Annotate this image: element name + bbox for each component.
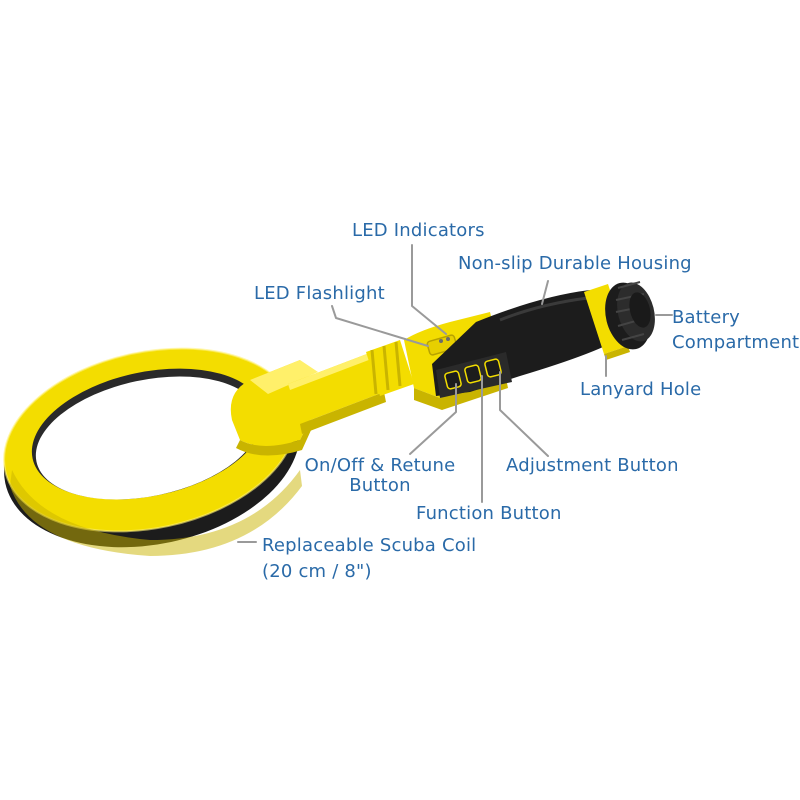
label-led-indicators: LED Indicators <box>352 220 485 241</box>
label-battery-line1: Battery <box>672 307 741 328</box>
label-lanyard-hole: Lanyard Hole <box>580 379 702 400</box>
leader-onoff <box>409 383 457 455</box>
label-coil-line2: (20 cm / 8") <box>262 561 372 582</box>
leader-lines <box>237 244 673 543</box>
label-onoff-line1: On/Off & Retune <box>304 455 456 476</box>
label-battery-line2: Compartment <box>672 332 800 353</box>
label-scuba-coil: Replaceable Scuba Coil (20 cm / 8") <box>262 533 476 585</box>
collar <box>366 340 414 396</box>
label-battery-compartment: Battery Compartment <box>672 305 799 355</box>
function-button-shape <box>464 364 482 384</box>
label-onoff-line2: Button <box>349 475 411 496</box>
onoff-button-shape <box>444 370 462 390</box>
shaft <box>288 352 386 434</box>
scuba-coil <box>3 347 302 556</box>
battery-cap <box>605 281 655 350</box>
leader-led-flashlight <box>331 305 429 347</box>
grip <box>432 290 624 398</box>
label-function-button: Function Button <box>416 503 562 524</box>
label-adjustment-button: Adjustment Button <box>506 455 679 476</box>
label-coil-line1: Replaceable Scuba Coil <box>262 535 477 556</box>
label-housing: Non-slip Durable Housing <box>458 253 692 274</box>
label-onoff-retune: On/Off & Retune Button <box>300 456 460 496</box>
coil-neck <box>230 360 318 456</box>
leader-housing <box>541 280 549 305</box>
leader-adjustment <box>499 371 549 457</box>
adjustment-button-shape <box>484 358 502 378</box>
leader-led-indicators <box>411 244 447 335</box>
label-led-flashlight: LED Flashlight <box>254 283 385 304</box>
